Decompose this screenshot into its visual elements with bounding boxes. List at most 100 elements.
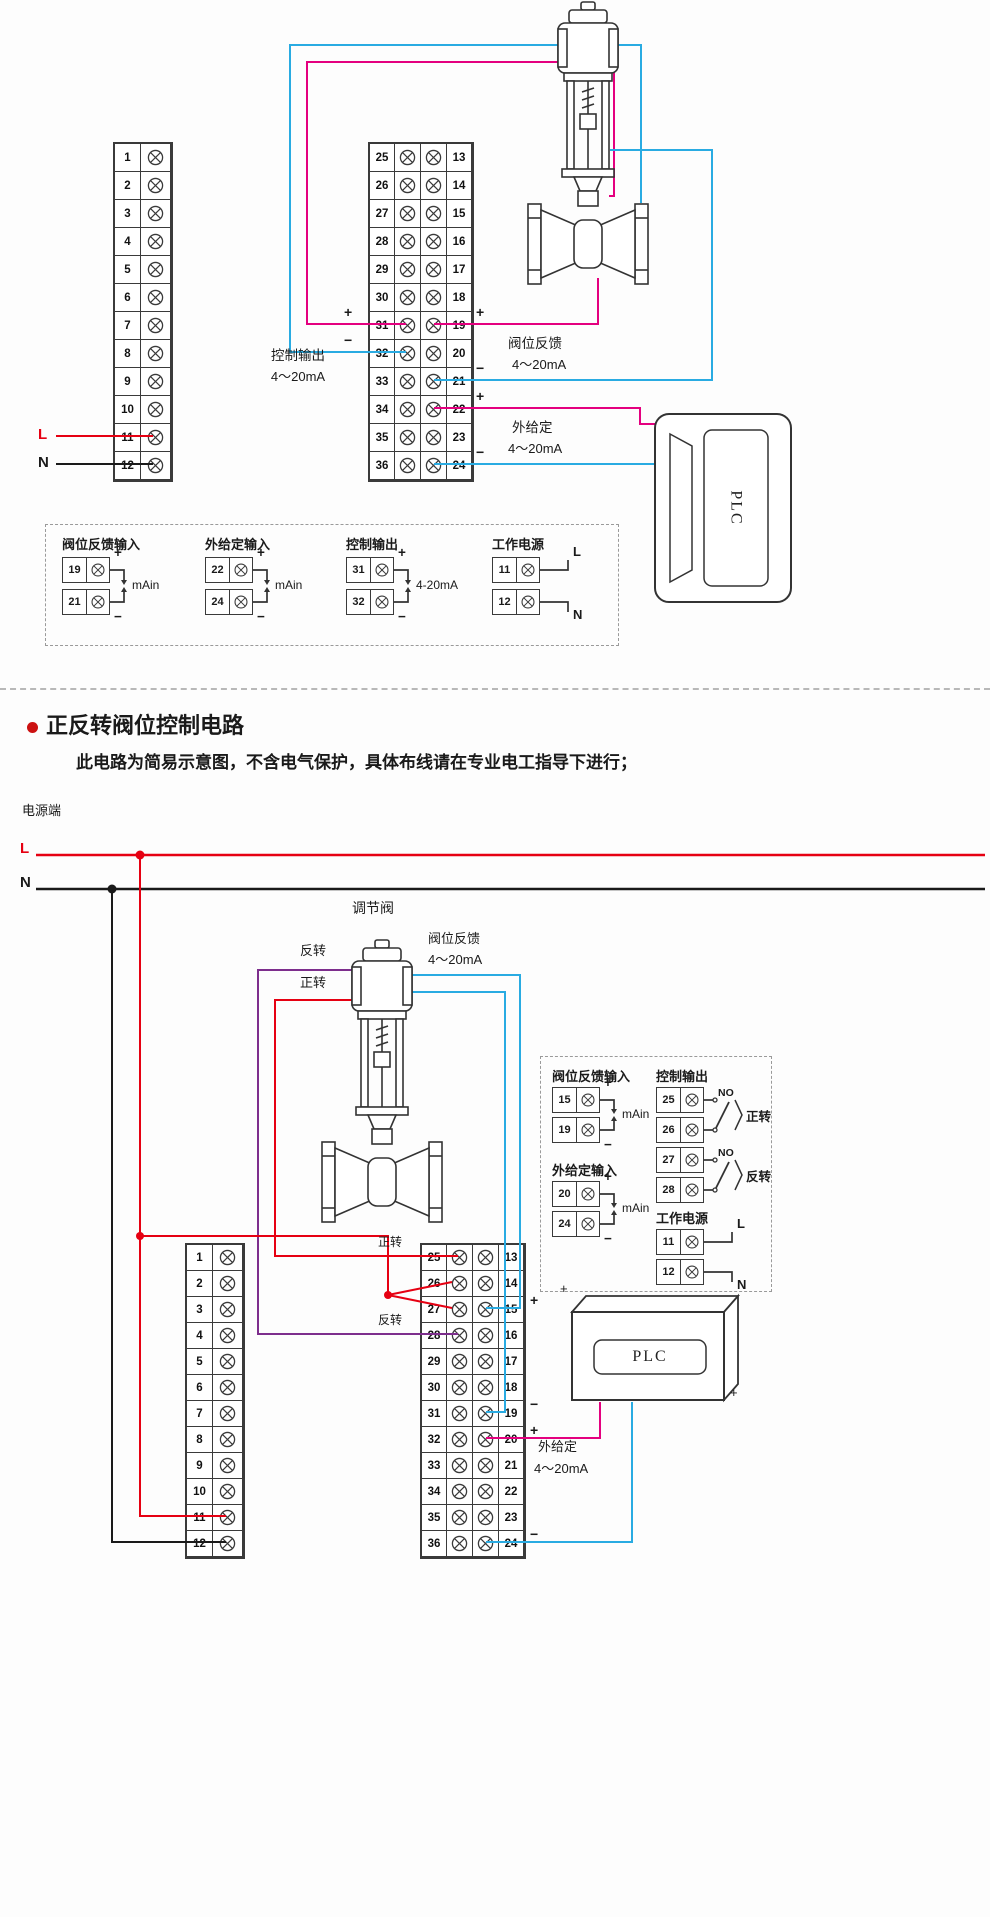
terminal-screw-icon	[473, 1479, 499, 1505]
terminal-number-11: 11	[187, 1505, 213, 1531]
legend-wire	[540, 601, 569, 612]
legend-wire	[715, 1101, 730, 1129]
sp-minus-wire2	[486, 1402, 633, 1543]
terminal-screw-icon	[213, 1401, 243, 1427]
terminal-screw-icon	[421, 256, 447, 284]
terminal-screw-icon	[473, 1401, 499, 1427]
legend-wire	[715, 1161, 730, 1189]
terminal-screw-icon	[395, 396, 421, 424]
sp-plus-wire2	[486, 1402, 601, 1439]
legend-wire	[253, 569, 268, 581]
terminal-number-24: 24	[499, 1531, 524, 1557]
fb-plus-wire2	[412, 974, 521, 1309]
legend-wire	[394, 569, 409, 581]
terminal-screw-icon	[447, 1453, 473, 1479]
legend-wire	[110, 569, 125, 581]
terminal-number-1: 1	[187, 1245, 213, 1271]
reverse-wire	[257, 969, 458, 1335]
terminal-number-18: 18	[499, 1375, 524, 1401]
terminal-screw-icon	[421, 200, 447, 228]
terminal-screw-icon	[213, 1349, 243, 1375]
plc-bottom-text: PLC	[632, 1348, 668, 1365]
terminal-number-33: 33	[370, 368, 395, 396]
plc-top-text: PLC	[728, 490, 745, 526]
terminal-number-7: 7	[115, 312, 141, 340]
ext-sp-plus-wire	[434, 407, 656, 425]
terminal-number-35: 35	[370, 424, 395, 452]
section2-note: 此电路为简易示意图，不含电气保护，具体布线请在专业电工指导下进行；	[76, 753, 637, 772]
terminal-number-22: 22	[499, 1479, 524, 1505]
control-valve-bottom	[321, 939, 443, 1223]
terminal-number-29: 29	[422, 1349, 447, 1375]
terminal-screw-icon	[141, 144, 171, 172]
l-drop	[139, 855, 226, 1517]
terminal-screw-icon	[141, 368, 171, 396]
plc-label-bottom: PLC	[594, 1340, 706, 1374]
terminal-number-4: 4	[115, 228, 141, 256]
terminal-number-16: 16	[499, 1323, 524, 1349]
terminal-screw-icon	[141, 452, 171, 480]
terminal-number-31: 31	[422, 1401, 447, 1427]
section2-bullet	[27, 722, 38, 733]
terminal-screw-icon	[473, 1375, 499, 1401]
terminal-number-21: 21	[447, 368, 472, 396]
terminal-screw-icon	[447, 1271, 473, 1297]
n-drop	[111, 889, 226, 1543]
junction-dot	[135, 850, 145, 860]
arrowhead-icon	[611, 1210, 617, 1215]
terminal-number-20: 20	[447, 340, 472, 368]
arrowhead-icon	[121, 580, 127, 585]
arrowhead-icon	[264, 587, 270, 592]
terminal-number-16: 16	[447, 228, 472, 256]
junction-dot	[384, 1291, 392, 1299]
terminal-screw-icon	[141, 172, 171, 200]
terminal-screw-icon	[395, 200, 421, 228]
terminal-number-29: 29	[370, 256, 395, 284]
terminal-screw-icon	[395, 340, 421, 368]
terminal-screw-icon	[141, 228, 171, 256]
ctrl-out-minus-wire	[289, 44, 642, 353]
terminal-screw-icon	[473, 1349, 499, 1375]
terminal-number-2: 2	[187, 1271, 213, 1297]
terminal-screw-icon	[395, 424, 421, 452]
terminal-screw-icon	[213, 1323, 243, 1349]
legend-wire	[704, 1232, 733, 1243]
legend-wire	[253, 591, 268, 603]
terminal-screw-icon	[447, 1531, 473, 1557]
fb-minus-wire2	[412, 991, 506, 1413]
relay-common-feed	[140, 1235, 453, 1309]
terminal-screw-icon	[473, 1427, 499, 1453]
terminal-number-34: 34	[370, 396, 395, 424]
terminal-screw-icon	[421, 452, 447, 480]
terminal-number-4: 4	[187, 1323, 213, 1349]
terminal-number-14: 14	[447, 172, 472, 200]
legend-wire	[704, 1271, 733, 1282]
terminal-number-6: 6	[115, 284, 141, 312]
terminal-screw-icon	[395, 368, 421, 396]
terminal-screw-icon	[447, 1479, 473, 1505]
plc-box-top	[654, 413, 792, 603]
valve-fb-plus-wire	[434, 278, 599, 325]
terminal-number-25: 25	[370, 144, 395, 172]
terminal-screw-icon	[395, 256, 421, 284]
terminal-screw-icon	[473, 1531, 499, 1557]
valve-fb-minus-wire	[434, 149, 713, 381]
terminal-screw-icon	[421, 368, 447, 396]
terminal-number-8: 8	[115, 340, 141, 368]
terminal-screw-icon	[421, 172, 447, 200]
terminal-number-9: 9	[115, 368, 141, 396]
contact-icon	[712, 1187, 718, 1193]
terminal-screw-icon	[213, 1375, 243, 1401]
legend-wire	[734, 1099, 743, 1131]
terminal-screw-icon	[473, 1323, 499, 1349]
terminal-screw-icon	[447, 1349, 473, 1375]
terminal-number-26: 26	[370, 172, 395, 200]
junction-dot	[107, 884, 117, 894]
terminal-number-10: 10	[187, 1479, 213, 1505]
terminal-screw-icon	[473, 1505, 499, 1531]
terminal-number-23: 23	[499, 1505, 524, 1531]
terminal-screw-icon	[213, 1245, 243, 1271]
